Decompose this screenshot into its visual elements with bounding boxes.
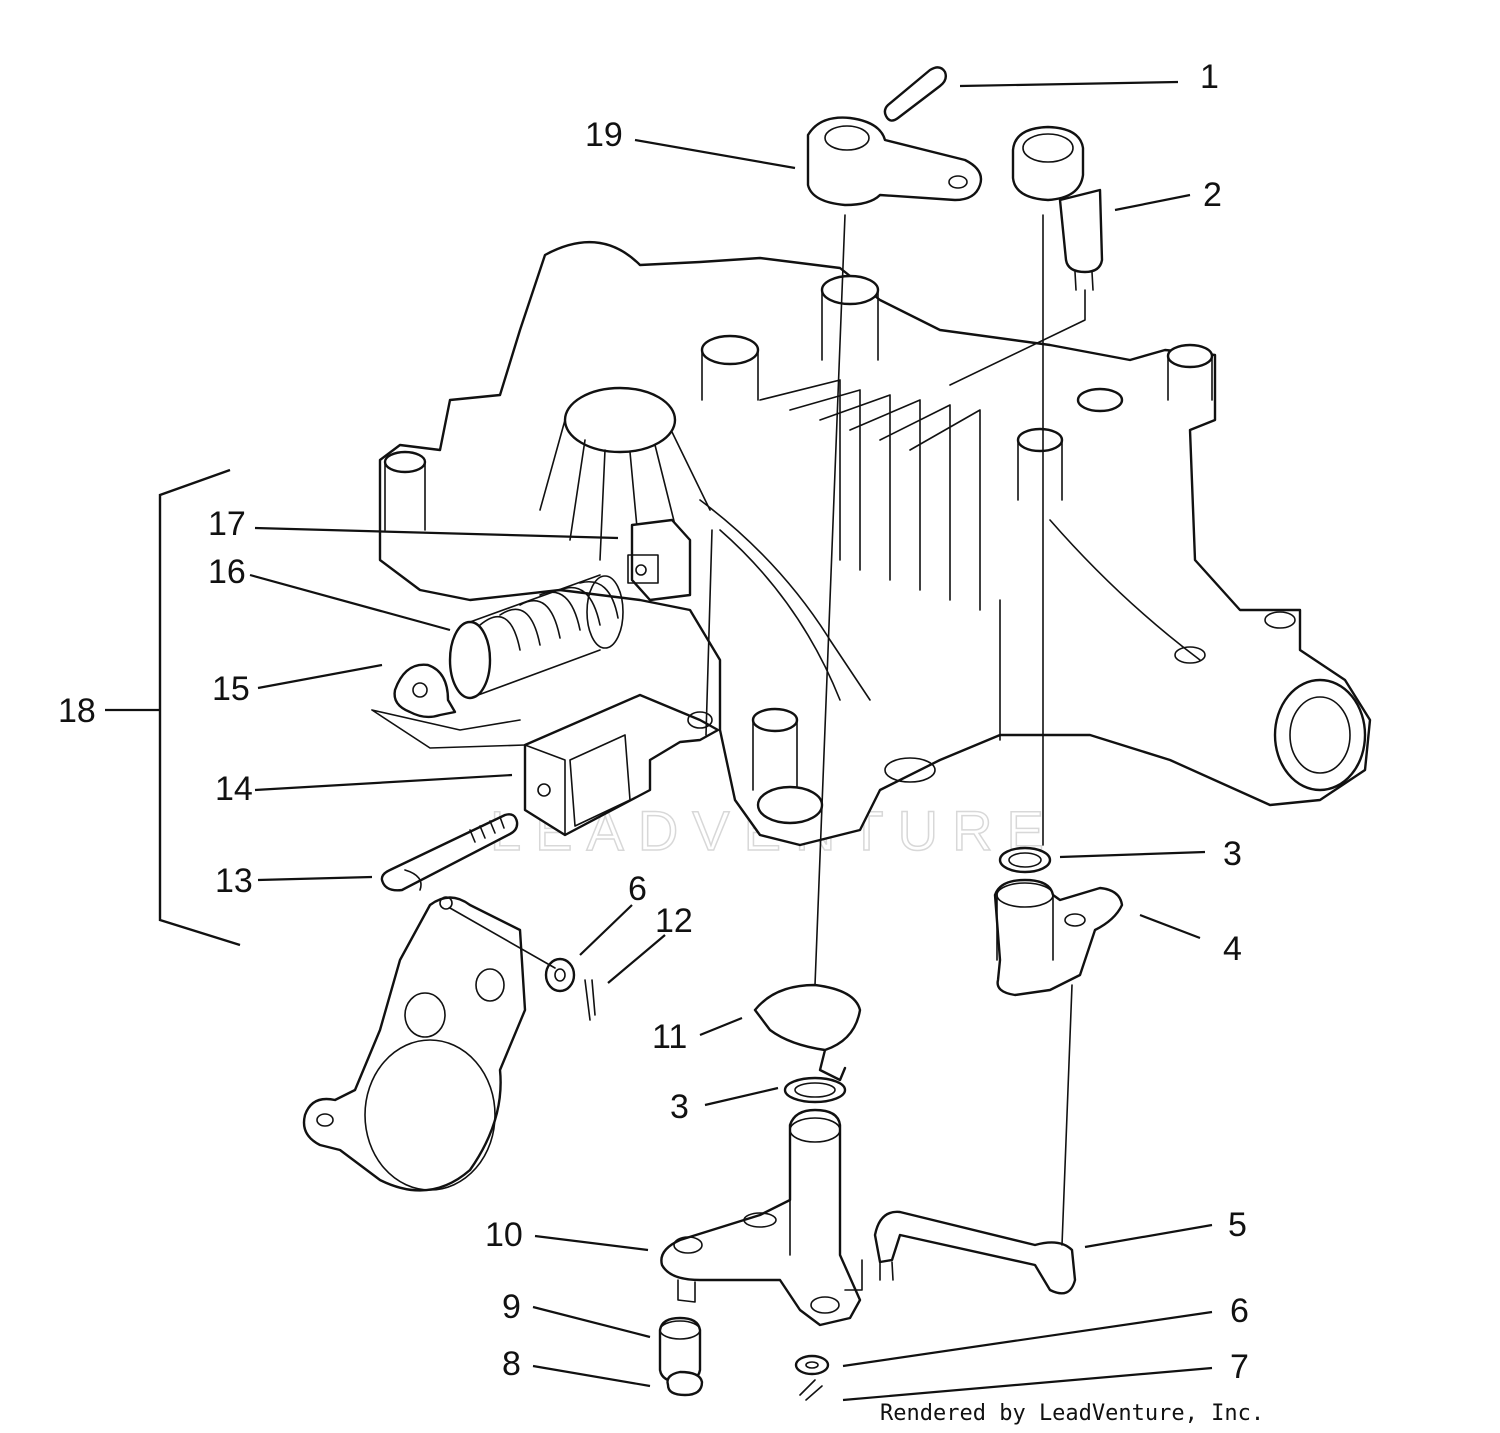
callout-18: 18 [58, 692, 96, 730]
callout-labels: 1 2 3 3 4 5 6 6 7 8 9 10 11 12 13 14 15 … [58, 58, 1249, 1386]
callout-7: 7 [1230, 1348, 1249, 1386]
part-7-cotter-pin [799, 1379, 823, 1401]
credit-text: Rendered by LeadVenture, Inc. [880, 1401, 1264, 1426]
callout-11: 11 [652, 1018, 687, 1056]
part-19-control-arm [806, 116, 983, 207]
callout-6-lower: 6 [1230, 1292, 1249, 1330]
part-3-bearing-upper [998, 846, 1052, 874]
callout-14: 14 [215, 770, 253, 808]
part-6-washer-lower [794, 1354, 830, 1376]
part-6-washer-upper [544, 957, 576, 993]
callout-6-upper: 6 [628, 870, 647, 908]
callout-9: 9 [502, 1288, 521, 1326]
part-13-bolt [380, 813, 519, 892]
part-2-collar [1011, 125, 1104, 291]
part-9-bushing [658, 1316, 702, 1384]
callout-5: 5 [1228, 1206, 1247, 1244]
part-8-e-clip [666, 1370, 704, 1397]
part-1-roll-pin [883, 66, 948, 122]
callout-3-lower: 3 [670, 1088, 689, 1126]
part-12-cotter-pin [584, 979, 596, 1021]
part-17-block [627, 518, 692, 602]
part-3-bearing-lower [783, 1076, 847, 1104]
part-15-retainer [393, 663, 457, 719]
callout-12: 12 [655, 902, 693, 940]
part-4-shaft-arm [993, 878, 1124, 997]
leader-lines [105, 80, 1213, 1402]
callout-19: 19 [585, 116, 623, 154]
brake-bracket [302, 896, 527, 1192]
callout-2: 2 [1203, 176, 1222, 214]
part-11-shim [753, 983, 862, 1082]
transaxle-housing [378, 240, 1372, 847]
callout-16: 16 [208, 553, 246, 591]
callout-4: 4 [1223, 930, 1242, 968]
callout-3-upper: 3 [1223, 835, 1242, 873]
part-14-bracket [371, 693, 720, 837]
callout-13: 13 [215, 862, 253, 900]
part-10-lower-arm [660, 1108, 862, 1327]
part-5-link-rod [873, 1210, 1077, 1295]
callout-17: 17 [208, 505, 246, 543]
part-16-spring [448, 574, 624, 700]
callout-1: 1 [1200, 58, 1219, 96]
callout-8: 8 [502, 1345, 521, 1383]
assembly-lines [449, 214, 1086, 1291]
callout-15: 15 [212, 670, 250, 708]
group-18-bracket [158, 468, 241, 947]
callout-10: 10 [485, 1216, 523, 1254]
